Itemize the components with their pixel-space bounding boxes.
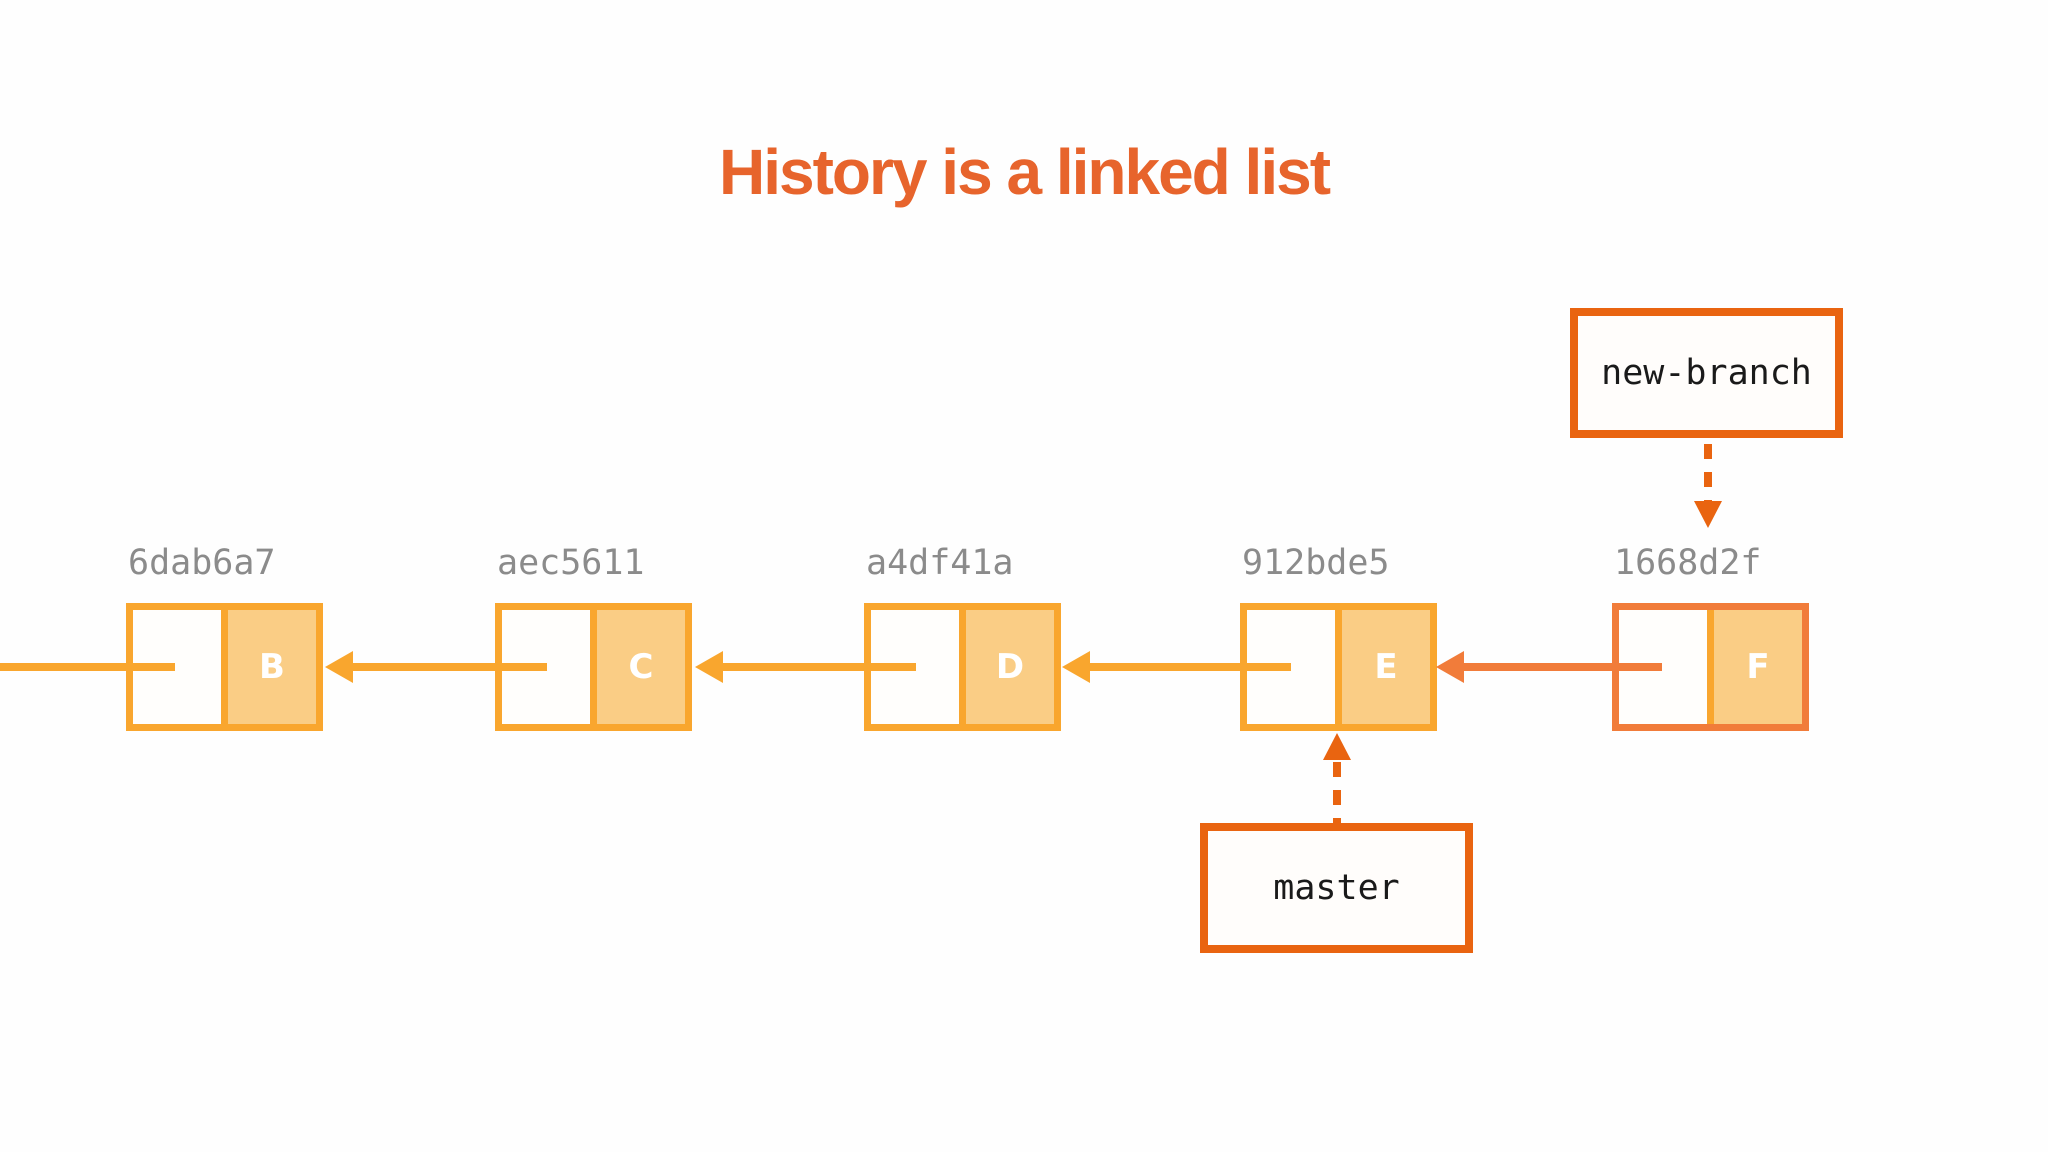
arrow-d-to-c-line xyxy=(718,663,916,671)
page-title: History is a linked list xyxy=(719,135,1331,208)
arrow-f-to-e-head-icon xyxy=(1436,651,1464,683)
arrow-e-to-d-head-icon xyxy=(1062,651,1090,683)
commit-value-cell: B xyxy=(221,610,316,724)
commit-hash-f: 1668d2f xyxy=(1614,543,1762,583)
branch-label-new-branch: new-branch xyxy=(1570,308,1843,438)
branch-label-master: master xyxy=(1200,823,1473,953)
dashed-arrow-new-branch-to-f-line xyxy=(1704,444,1712,502)
commit-value-cell: F xyxy=(1707,610,1802,724)
commit-hash-c: aec5611 xyxy=(497,543,645,583)
branch-name: master xyxy=(1273,868,1400,908)
arrow-e-to-d-line xyxy=(1086,663,1291,671)
dashed-arrow-new-branch-head-icon xyxy=(1694,501,1722,528)
arrow-c-to-b-line xyxy=(348,663,547,671)
commit-value-cell: D xyxy=(959,610,1054,724)
commit-value-cell: E xyxy=(1335,610,1430,724)
commit-hash-d: a4df41a xyxy=(866,543,1014,583)
commit-hash-b: 6dab6a7 xyxy=(128,543,276,583)
commit-hash-e: 912bde5 xyxy=(1242,543,1390,583)
arrow-b-to-offscreen-parent xyxy=(0,663,175,671)
commit-node-b: B xyxy=(126,603,323,731)
dashed-arrow-master-to-e-line xyxy=(1333,762,1341,823)
commit-node-f: F xyxy=(1612,603,1809,731)
arrow-c-to-b-head-icon xyxy=(325,651,353,683)
commit-value-cell: C xyxy=(590,610,685,724)
branch-name: new-branch xyxy=(1601,353,1812,393)
arrow-f-to-e-line xyxy=(1459,663,1662,671)
dashed-arrow-master-head-icon xyxy=(1323,733,1351,760)
arrow-d-to-c-head-icon xyxy=(695,651,723,683)
